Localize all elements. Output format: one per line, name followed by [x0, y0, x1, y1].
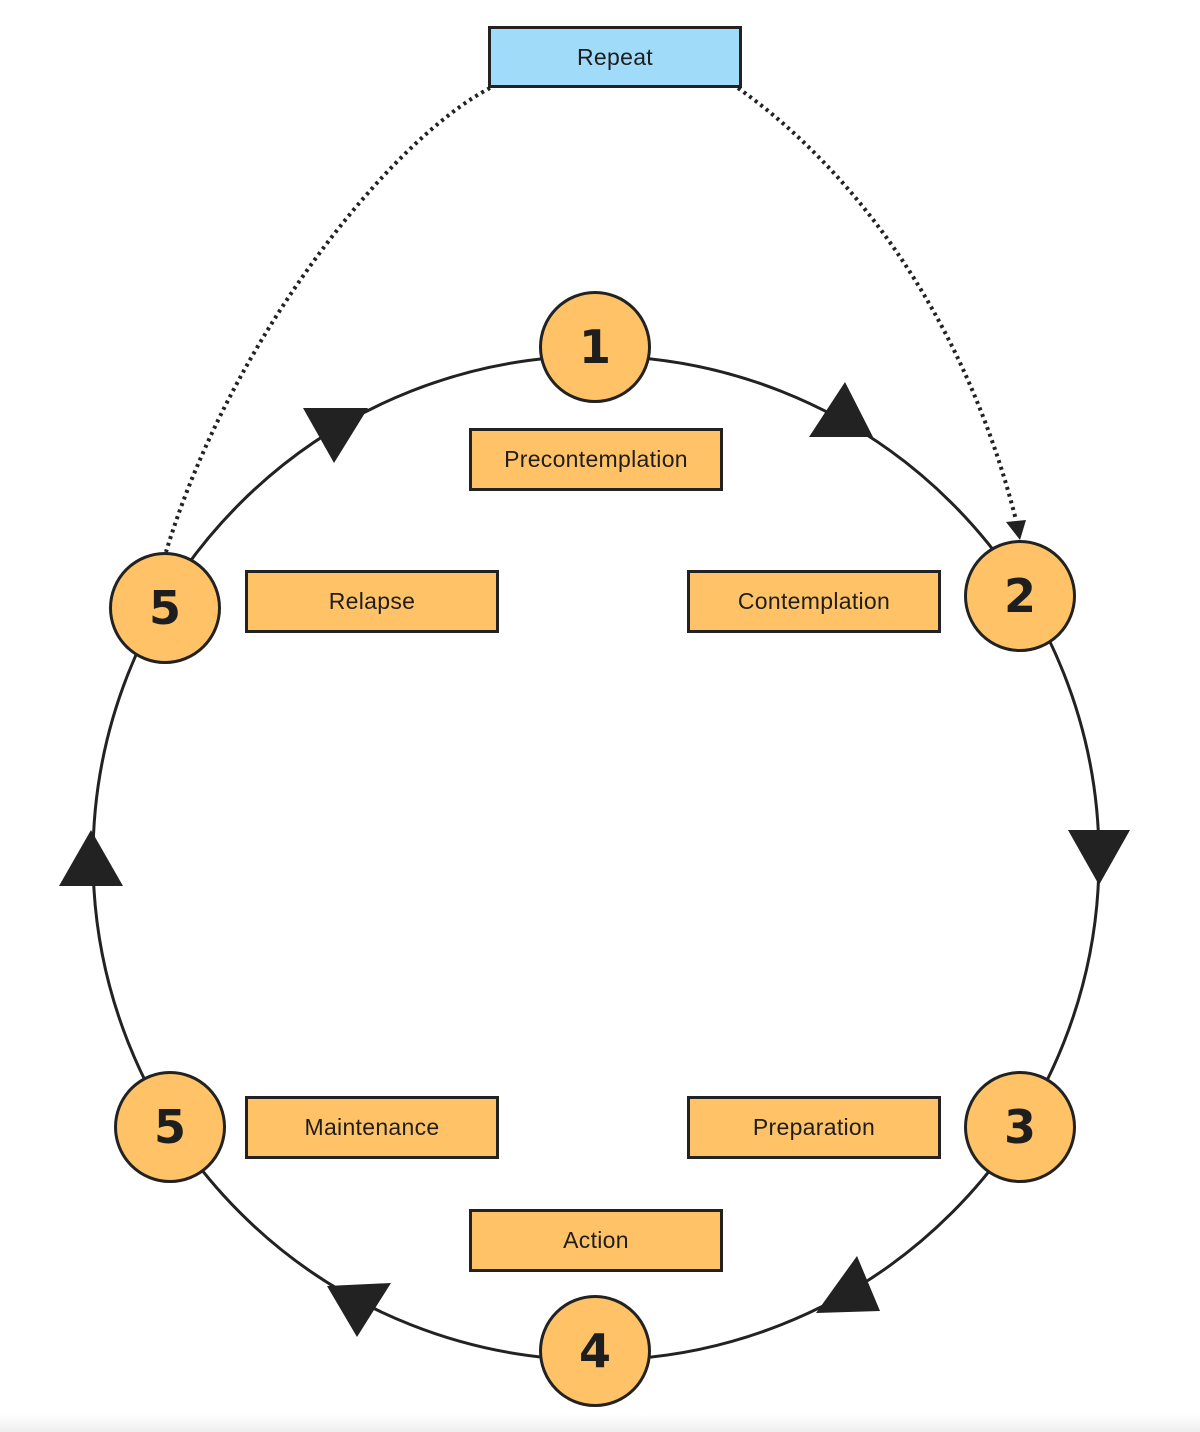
stage-precontemplation: Precontemplation	[469, 428, 723, 491]
stage-contemplation: Contemplation	[687, 570, 941, 633]
repeat-box: Repeat	[488, 26, 742, 88]
node-5-maintenance: 5	[114, 1071, 226, 1183]
repeat-arrowhead-icon	[1006, 520, 1026, 540]
stage-action: Action	[469, 1209, 723, 1272]
bottom-edge-shade	[0, 1414, 1200, 1432]
node-2: 2	[964, 540, 1076, 652]
stage-relapse: Relapse	[245, 570, 499, 633]
stage-preparation: Preparation	[687, 1096, 941, 1159]
node-3: 3	[964, 1071, 1076, 1183]
node-5-relapse: 5	[109, 552, 221, 664]
repeat-connector-right	[736, 86, 1018, 521]
arrow-icon-top-left	[303, 408, 368, 463]
node-1: 1	[539, 291, 651, 403]
arrow-icon-bottom-left	[327, 1283, 391, 1337]
arrow-icon-right	[1068, 830, 1130, 885]
arrow-icon-top-right	[809, 382, 873, 437]
node-4: 4	[539, 1295, 651, 1407]
repeat-connector-left	[164, 86, 491, 553]
stage-maintenance: Maintenance	[245, 1096, 499, 1159]
arrow-icon-left	[59, 830, 123, 886]
arrow-icon-bottom-right	[816, 1256, 880, 1313]
